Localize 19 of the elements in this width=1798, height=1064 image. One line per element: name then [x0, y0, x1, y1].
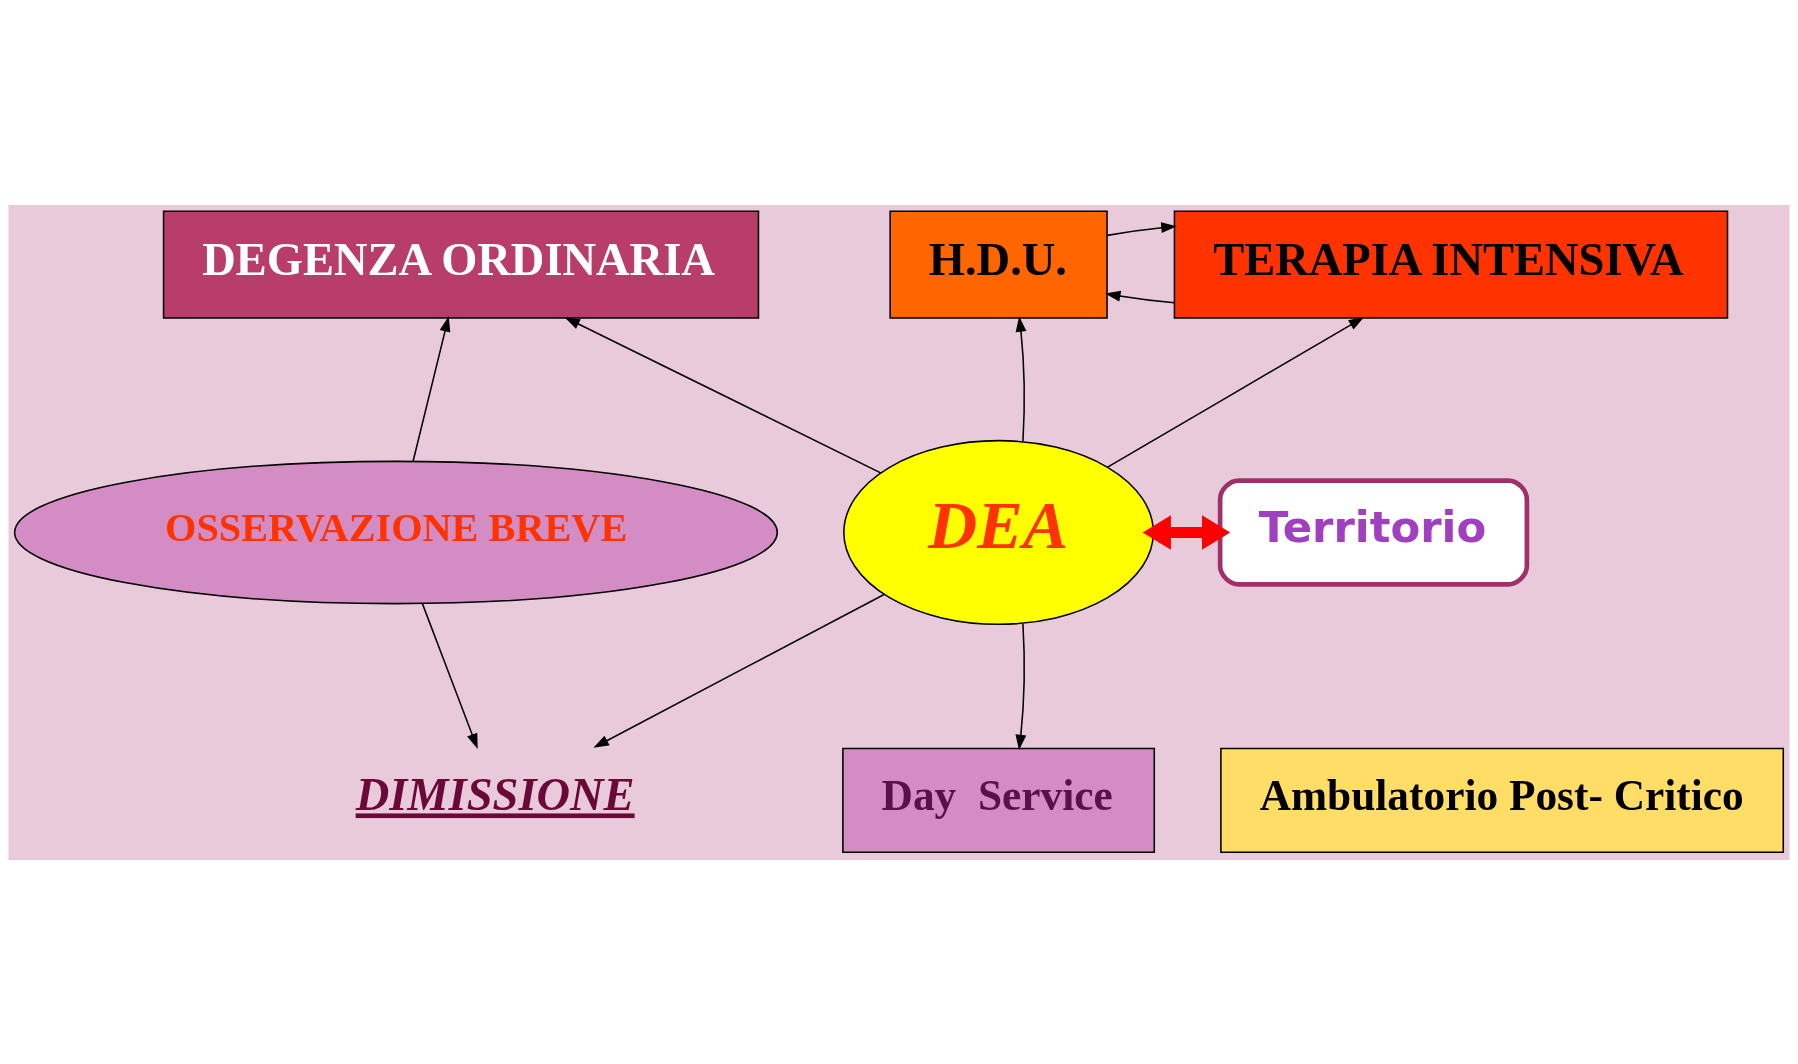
arrow	[593, 593, 885, 748]
node-box: Territorio	[1217, 477, 1530, 587]
arrow	[1015, 622, 1027, 750]
node-ellipse: OSSERVAZIONE BREVE	[13, 460, 779, 604]
node-box: Day Service	[842, 747, 1156, 853]
arrow	[1106, 221, 1177, 236]
arrow	[1104, 290, 1176, 303]
node-box: TERAPIA INTENSIVA	[1173, 209, 1729, 319]
node-box: DEGENZA ORDINARIA	[162, 209, 760, 319]
arrow	[1015, 315, 1027, 442]
arrow	[412, 315, 451, 462]
node-text: DIMISSIONE	[355, 768, 635, 820]
arrow	[564, 316, 882, 474]
arrow	[421, 602, 478, 749]
node-box: H.D.U.	[889, 209, 1108, 319]
node-ellipse: DEA	[843, 439, 1155, 625]
node-box: Ambulatorio Post- Critico	[1220, 747, 1785, 853]
arrow	[1106, 316, 1365, 468]
arrow	[1142, 514, 1231, 550]
